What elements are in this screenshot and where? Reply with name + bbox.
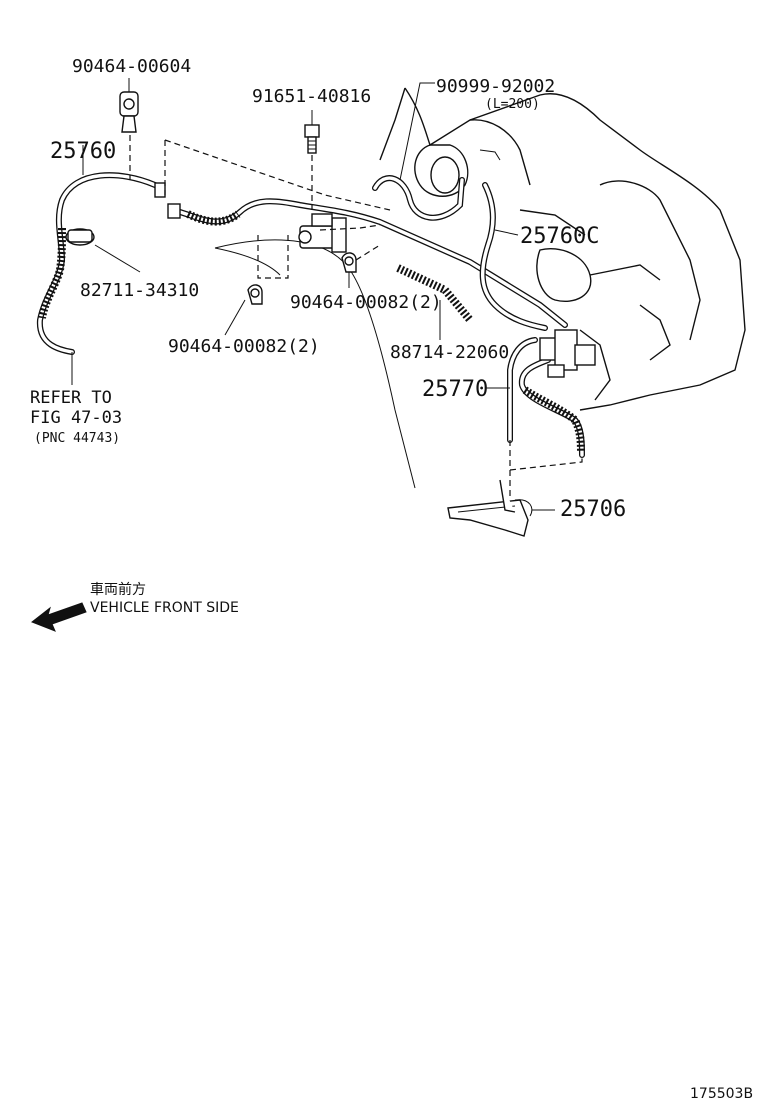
label-25760: 25760 [50, 139, 116, 164]
direction-japanese: 車両前方 [90, 581, 146, 598]
band-82711-34310 [65, 228, 95, 246]
leader-lines [71, 78, 555, 511]
label-90999-92002: 90999-92002 [436, 76, 555, 97]
label-90464-00604: 90464-00604 [72, 56, 191, 77]
figure-id: 175503B [690, 1086, 753, 1102]
reference-line-1: REFER TO [30, 388, 112, 408]
label-25760C: 25760C [520, 224, 599, 249]
label-88714-22060: 88714-22060 [390, 342, 509, 363]
connector-left [154, 182, 166, 198]
clamp-90464-00604 [119, 91, 139, 133]
valve-cluster [539, 329, 596, 378]
label-90999-92002-length: (L=200) [485, 97, 540, 112]
engine-outline [379, 87, 746, 411]
reference-line-2: FIG 47-03 [30, 408, 122, 428]
label-82711-34310: 82711-34310 [80, 280, 199, 301]
label-25770: 25770 [422, 377, 488, 402]
hose-25770 [507, 337, 585, 458]
vsv-valve [298, 213, 347, 253]
clamp-90464-00082-right [341, 252, 357, 273]
hose-25760C [372, 175, 548, 331]
label-90464-00082-left: 90464-00082(2) [168, 336, 320, 357]
hose-25760 [36, 172, 568, 355]
label-90464-00082-right: 90464-00082(2) [290, 292, 442, 313]
label-25706: 25706 [560, 497, 626, 522]
front-arrow-icon [30, 602, 87, 632]
assembly-dashed-lines [129, 135, 583, 500]
reference-line-3: (PNC 44743) [34, 431, 120, 446]
connector-center [167, 203, 181, 219]
bolt-91651-40816 [304, 124, 320, 154]
body-panel-lines [214, 239, 416, 489]
clamp-90464-00082-left [247, 284, 263, 305]
direction-english: VEHICLE FRONT SIDE [90, 600, 239, 616]
protector-88714 [396, 264, 474, 323]
label-91651-40816: 91651-40816 [252, 86, 371, 107]
bracket-25706 [447, 479, 533, 537]
